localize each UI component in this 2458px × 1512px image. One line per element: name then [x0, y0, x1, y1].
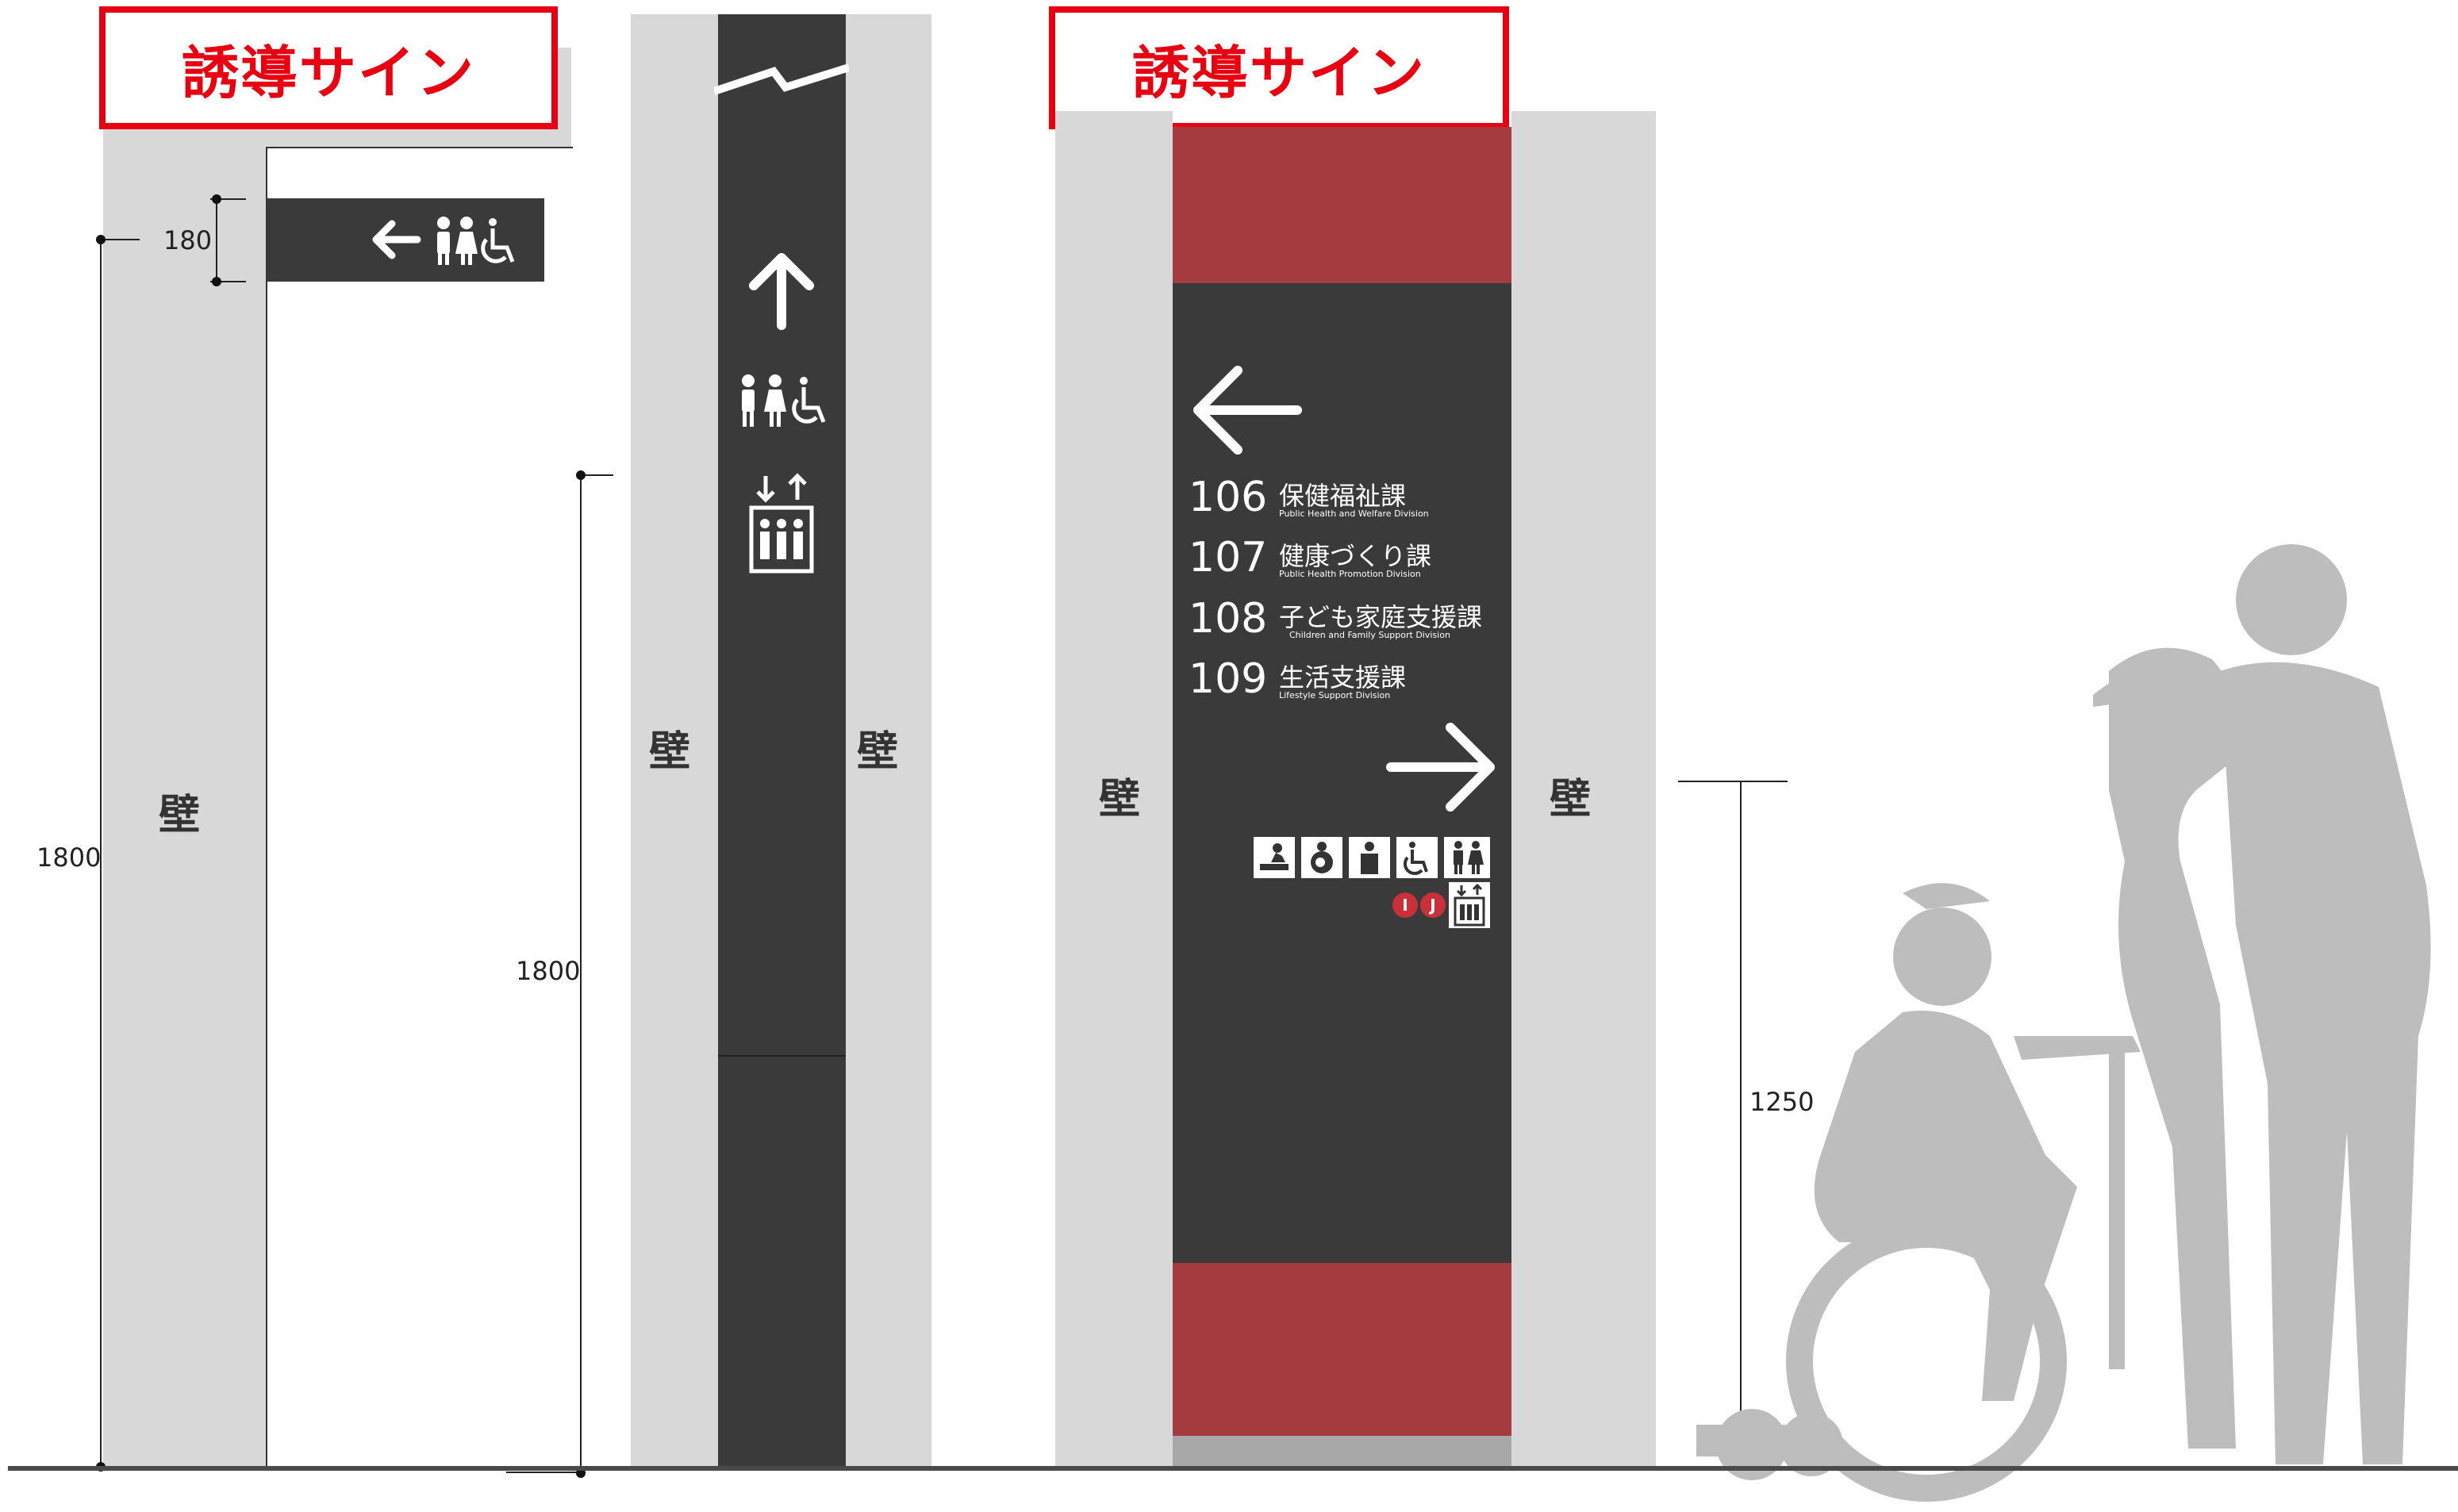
arrow-left-icon — [1193, 366, 1302, 455]
male-icon — [437, 217, 450, 265]
room-name-jp: 保健福祉課 — [1279, 481, 1407, 511]
dim-180-tick-bottom — [210, 281, 246, 282]
dim-180-tick-top — [210, 198, 246, 200]
guide-sign-label-2: 誘導サイン — [1049, 6, 1509, 129]
dim-1800b: 1800 — [516, 956, 581, 986]
dim-1250-line — [1740, 781, 1742, 1468]
wall-2-left — [631, 14, 718, 1468]
arrow-left-icon — [372, 220, 421, 259]
wall-label-3b: 壁 — [1550, 776, 1592, 823]
wheelchair-icon — [1396, 837, 1438, 878]
wall-label-2b: 壁 — [857, 728, 899, 776]
dim-1800b-tick — [580, 474, 613, 476]
room-name-jp: 生活支援課 — [1279, 662, 1407, 693]
people-silhouette-icon — [1696, 544, 2431, 1502]
multipurpose-room-icon — [1349, 837, 1390, 878]
dim-1800b-tick-bottom — [506, 1472, 586, 1473]
ground-line — [8, 1466, 2458, 1471]
wall-3-right — [1511, 111, 1656, 1469]
restroom-icon — [1444, 837, 1490, 878]
female-icon — [764, 374, 786, 427]
pictogram-group-1 — [372, 217, 515, 265]
column-sign-bottom — [718, 1055, 846, 1469]
room-name-en: Public Health and Welfare Division — [1279, 508, 1429, 519]
arrow-up-icon — [749, 253, 814, 330]
dim-1800a-tick — [100, 239, 140, 240]
room-number: 109 — [1189, 655, 1268, 703]
floor-badge-i: I — [1392, 892, 1418, 918]
break-line-icon — [714, 63, 849, 95]
room-number: 108 — [1189, 595, 1268, 643]
floor-badge-j: J — [1420, 892, 1446, 918]
dim-dot — [96, 235, 106, 244]
pillar-base — [1173, 1436, 1511, 1468]
guide-sign-label-1: 誘導サイン — [99, 6, 558, 129]
pillar-cap-top — [1173, 127, 1511, 283]
door-opening — [266, 147, 573, 1469]
dim-1250: 1250 — [1749, 1087, 1815, 1117]
dim-1800b-line — [580, 474, 582, 1470]
wheelchair-icon — [792, 377, 826, 424]
elevator-icon — [749, 473, 814, 574]
dim-dot — [576, 1468, 586, 1478]
arrow-right-icon — [1386, 723, 1495, 812]
dim-1800a-line — [100, 239, 102, 1468]
column-pictograms — [742, 253, 826, 574]
room-name-en: Public Health Promotion Division — [1279, 569, 1421, 579]
wheelchair-icon — [481, 218, 515, 263]
wall-2-right — [846, 14, 931, 1468]
wall-label-1: 壁 — [159, 792, 201, 839]
wall-label-3a: 壁 — [1099, 776, 1141, 823]
room-name-en: Lifestyle Support Division — [1279, 690, 1391, 700]
room-number: 106 — [1189, 474, 1268, 521]
male-icon — [742, 374, 755, 427]
room-name-jp: 健康づくり課 — [1279, 541, 1432, 571]
pillar-cap-bottom — [1173, 1263, 1511, 1436]
room-name-en: Children and Family Support Division — [1289, 630, 1450, 640]
dim-dot — [212, 194, 221, 204]
elevator-icon — [1449, 882, 1490, 928]
dim-dot — [576, 470, 586, 480]
nursing-room-icon — [1301, 837, 1342, 878]
wall-label-2a: 壁 — [649, 728, 691, 776]
dim-180: 180 — [163, 225, 213, 255]
wall-3-left — [1055, 111, 1173, 1469]
female-icon — [455, 217, 478, 265]
room-name-jp: 子ども家庭支援課 — [1279, 602, 1483, 632]
dim-180-line — [216, 198, 217, 282]
room-number: 107 — [1189, 534, 1268, 581]
dim-1800a: 1800 — [36, 842, 102, 873]
dim-dot — [212, 277, 221, 286]
projecting-sign — [267, 198, 544, 282]
dim-1250-tick — [1678, 781, 1788, 782]
wall-1-body — [103, 147, 266, 1468]
baby-changing-icon — [1254, 837, 1295, 878]
